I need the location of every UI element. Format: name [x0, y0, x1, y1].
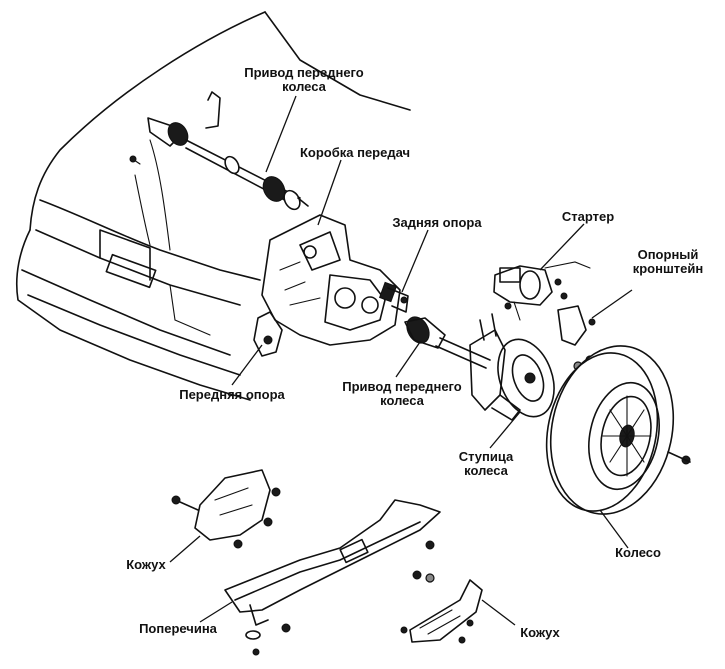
label-wheel-hub-line2: колеса: [464, 463, 508, 478]
starter-drawing: [493, 261, 591, 321]
label-rear-mount: Задняя опора: [392, 215, 482, 230]
label-drive-middle-line1: Привод переднего: [342, 379, 462, 394]
label-drive-top-line2: колеса: [282, 79, 326, 94]
label-crossmember: Поперечина: [139, 621, 217, 636]
label-drive-middle: Привод переднего колеса: [342, 380, 462, 408]
label-starter: Стартер: [561, 209, 615, 224]
wheel-drawing: [545, 345, 691, 515]
label-drive-top: Привод переднего колеса: [244, 66, 364, 94]
car-body-outline: [15, 11, 411, 401]
label-support-bracket: Опорный кронштейн: [633, 248, 704, 276]
label-front-mount: Передняя опора: [179, 387, 285, 402]
gearbox-drawing: [253, 214, 409, 357]
leader-lines: [169, 95, 633, 626]
label-support-bracket-line2: кронштейн: [632, 261, 704, 276]
label-wheel-hub-line1: Ступица: [458, 449, 514, 464]
label-wheel: Колесо: [615, 545, 661, 560]
drive-shaft-top: [129, 91, 309, 211]
drive-shaft-middle: [404, 316, 491, 369]
crossmember-drawing: [224, 499, 441, 656]
wheel-hub-drawing: [469, 313, 555, 421]
label-gearbox: Коробка передач: [299, 145, 411, 160]
label-cover-right: Кожух: [520, 625, 560, 640]
label-drive-middle-line2: колеса: [380, 393, 424, 408]
right-cover-drawing: [400, 579, 483, 644]
label-wheel-hub: Ступица колеса: [459, 450, 514, 478]
label-support-bracket-line1: Опорный: [637, 247, 699, 262]
left-cover-drawing: [171, 469, 281, 549]
label-cover-left: Кожух: [126, 557, 166, 572]
label-drive-top-line1: Привод переднего: [244, 65, 364, 80]
